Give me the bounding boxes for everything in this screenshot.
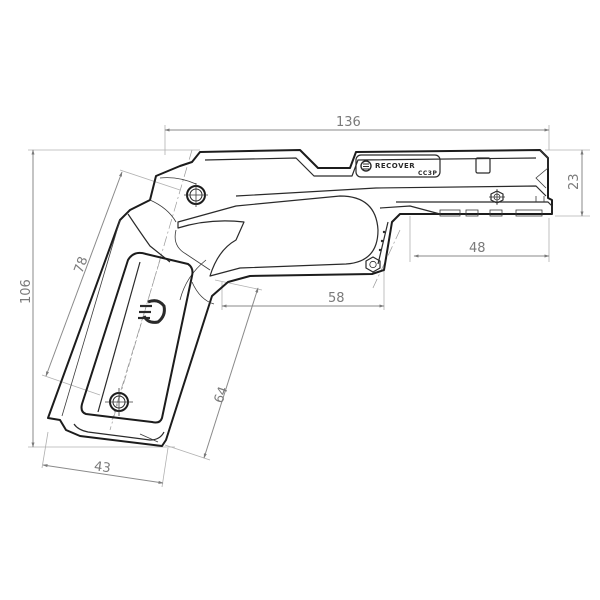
slide-stop-window	[475, 157, 491, 174]
grip-logo-icon	[138, 299, 166, 324]
dimension-label-78: 78	[72, 255, 92, 276]
brand-logo-icon	[360, 160, 372, 172]
dimension-label-106: 106	[19, 279, 34, 304]
rail-screw-icon	[489, 189, 505, 205]
grip-screw-lower-icon	[105, 388, 133, 416]
dimension-overall-height: 106	[19, 149, 200, 448]
dimension-label-43: 43	[93, 459, 111, 476]
center-lines	[109, 149, 401, 431]
dimension-label-64: 64	[212, 385, 232, 406]
trigger-guard	[177, 195, 379, 277]
dimension-grip-back-length: 78	[41, 169, 181, 396]
model-label: CC3P	[418, 170, 437, 177]
trigger-guard-screw-icon	[365, 256, 381, 273]
frame-outline	[47, 149, 553, 447]
dimension-grip-front-length: 64	[164, 279, 263, 461]
accessory-rail	[379, 196, 553, 217]
grip-panel	[80, 251, 194, 424]
dimension-label-136: 136	[336, 115, 361, 130]
dimension-label-23: 23	[567, 173, 582, 190]
dimension-grip-base-width: 43	[41, 431, 169, 488]
dimension-rail-height: 23	[545, 149, 590, 217]
dimension-overall-length: 136	[164, 115, 550, 155]
dimension-label-58: 58	[328, 291, 345, 306]
pistol-frame: RECOVER CC3P	[47, 149, 553, 447]
dimension-label-48: 48	[469, 241, 486, 256]
dimension-rail-length: 48	[409, 216, 550, 262]
grip-screw-upper-icon	[184, 183, 208, 207]
brand-label: RECOVER	[375, 162, 415, 170]
brand-plate	[355, 154, 441, 178]
